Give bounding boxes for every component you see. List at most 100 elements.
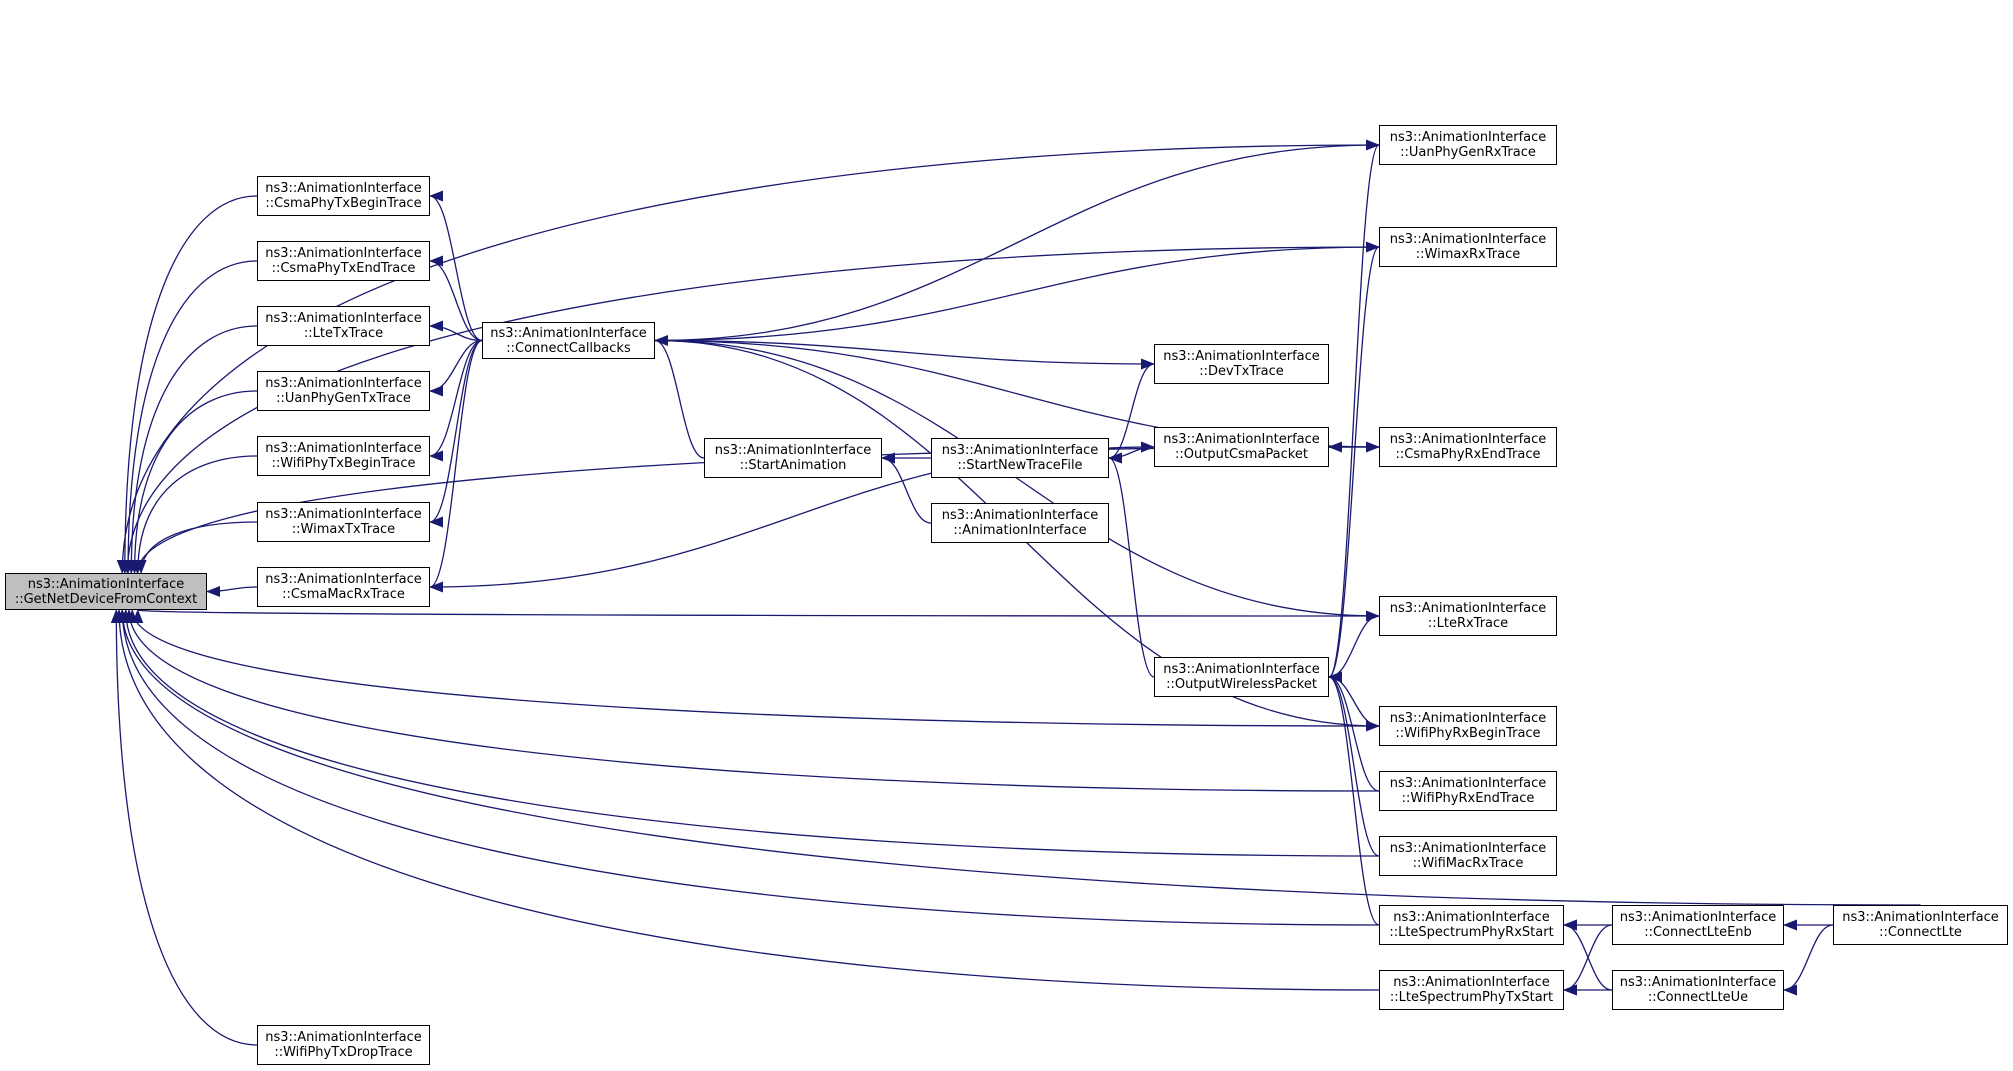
node-label-line2: ::LteTxTrace xyxy=(303,326,384,341)
node-label-line1: ns3::AnimationInterface xyxy=(1389,432,1547,447)
node-label-line2: ::CsmaPhyTxEndTrace xyxy=(271,261,416,276)
node-output-wireless-packet[interactable]: ns3::AnimationInterface ::OutputWireless… xyxy=(1154,657,1329,697)
edge-connect-callbacks-to-lte-rx-trace xyxy=(654,339,1380,622)
node-label-line2: ::UanPhyGenRxTrace xyxy=(1400,145,1536,160)
edge-connect-callbacks-to-wifi-phy-tx-begin-trace xyxy=(429,339,483,462)
node-label-line1: ns3::AnimationInterface xyxy=(1389,232,1547,247)
node-csma-phy-tx-end-trace[interactable]: ns3::AnimationInterface ::CsmaPhyTxEndTr… xyxy=(257,241,430,281)
node-connect-lte-ue[interactable]: ns3::AnimationInterface ::ConnectLteUe xyxy=(1612,970,1784,1010)
node-animation-interface[interactable]: ns3::AnimationInterface ::AnimationInter… xyxy=(931,503,1109,543)
node-label-line1: ns3::AnimationInterface xyxy=(265,376,422,391)
node-start-animation[interactable]: ns3::AnimationInterface ::StartAnimation xyxy=(704,438,882,478)
node-connect-callbacks[interactable]: ns3::AnimationInterface ::ConnectCallbac… xyxy=(482,322,655,359)
node-wimax-tx-trace[interactable]: ns3::AnimationInterface ::WimaxTxTrace xyxy=(257,502,430,542)
node-dev-tx-trace[interactable]: ns3::AnimationInterface ::DevTxTrace xyxy=(1154,344,1329,384)
node-label-line2: ::OutputCsmaPacket xyxy=(1175,447,1308,462)
edge-dev-tx-trace-to-start-new-trace-file xyxy=(1108,363,1155,464)
node-wifi-mac-rx-trace[interactable]: ns3::AnimationInterface ::WifiMacRxTrace xyxy=(1379,836,1557,876)
node-label-line2: ::StartNewTraceFile xyxy=(957,458,1083,473)
node-label-line1: ns3::AnimationInterface xyxy=(1393,910,1550,925)
node-label-line1: ns3::AnimationInterface xyxy=(714,443,872,458)
node-csma-phy-rx-end-trace[interactable]: ns3::AnimationInterface ::CsmaPhyRxEndTr… xyxy=(1379,427,1557,467)
edge-lte-rx-trace-to-get-net-device-from-context xyxy=(134,609,1380,624)
node-label-line2: ::AnimationInterface xyxy=(953,523,1087,538)
edge-connect-callbacks-to-wimax-tx-trace xyxy=(429,339,483,528)
node-wifi-phy-tx-drop-trace[interactable]: ns3::AnimationInterface ::WifiPhyTxDropT… xyxy=(257,1025,430,1065)
node-label-line2: ::WimaxRxTrace xyxy=(1415,247,1521,262)
node-label-line1: ns3::AnimationInterface xyxy=(1389,130,1547,145)
node-label-line1: ns3::AnimationInterface xyxy=(941,443,1099,458)
edge-output-wireless-packet-to-start-new-trace-file xyxy=(1108,452,1155,678)
edge-csma-phy-tx-end-trace-to-get-net-device-from-context xyxy=(122,260,258,574)
node-get-net-device-from-context[interactable]: ns3::AnimationInterface ::GetNetDeviceFr… xyxy=(5,573,207,610)
node-label-line1: ns3::AnimationInterface xyxy=(1389,601,1547,616)
edge-wimax-rx-trace-to-output-wireless-packet xyxy=(1328,246,1380,683)
node-connect-lte-enb[interactable]: ns3::AnimationInterface ::ConnectLteEnb xyxy=(1612,905,1784,945)
edge-connect-callbacks-to-lte-tx-trace xyxy=(429,320,483,342)
node-lte-spectrum-phy-tx-start[interactable]: ns3::AnimationInterface ::LteSpectrumPhy… xyxy=(1379,970,1564,1010)
edge-lte-spectrum-phy-rx-start-to-get-net-device-from-context xyxy=(116,609,1380,926)
edge-lte-rx-trace-to-output-wireless-packet xyxy=(1328,615,1380,683)
node-label-line1: ns3::AnimationInterface xyxy=(265,1030,422,1045)
node-label-line2: ::CsmaMacRxTrace xyxy=(282,587,405,602)
edge-connect-lte-enb-to-lte-spectrum-phy-tx-start xyxy=(1563,924,1613,996)
node-label-line1: ns3::AnimationInterface xyxy=(1389,711,1547,726)
edge-wifi-mac-rx-trace-to-get-net-device-from-context xyxy=(120,609,1380,857)
edge-connect-callbacks-to-csma-mac-rx-trace xyxy=(429,339,483,593)
node-label-line1: ns3::AnimationInterface xyxy=(1389,841,1547,856)
node-wimax-rx-trace[interactable]: ns3::AnimationInterface ::WimaxRxTrace xyxy=(1379,227,1557,267)
edge-connect-callbacks-to-uan-phy-gen-rx-trace xyxy=(654,139,1380,342)
edge-csma-phy-tx-begin-trace-to-get-net-device-from-context xyxy=(119,195,258,574)
node-csma-mac-rx-trace[interactable]: ns3::AnimationInterface ::CsmaMacRxTrace xyxy=(257,567,430,607)
node-label-line1: ns3::AnimationInterface xyxy=(1842,910,1999,925)
edge-wifi-phy-rx-begin-trace-to-get-net-device-from-context xyxy=(126,609,1380,727)
edge-connect-lte-to-connect-lte-ue xyxy=(1783,924,1834,996)
edge-lte-spectrum-phy-rx-start-to-output-wireless-packet xyxy=(1328,671,1380,926)
node-label-line2: ::LteSpectrumPhyRxStart xyxy=(1389,925,1554,940)
node-lte-tx-trace[interactable]: ns3::AnimationInterface ::LteTxTrace xyxy=(257,306,430,346)
node-label-line2: ::LteSpectrumPhyTxStart xyxy=(1389,990,1554,1005)
edge-connect-callbacks-to-csma-phy-tx-begin-trace xyxy=(429,190,483,342)
node-label-line2: ::WifiPhyTxDropTrace xyxy=(274,1045,413,1060)
node-label-line2: ::OutputWirelessPacket xyxy=(1166,677,1317,692)
node-lte-spectrum-phy-rx-start[interactable]: ns3::AnimationInterface ::LteSpectrumPhy… xyxy=(1379,905,1564,945)
node-wifi-phy-rx-begin-trace[interactable]: ns3::AnimationInterface ::WifiPhyRxBegin… xyxy=(1379,706,1557,746)
node-label-line2: ::WifiPhyRxEndTrace xyxy=(1401,791,1535,806)
edge-connect-callbacks-to-dev-tx-trace xyxy=(654,339,1155,370)
node-label-line1: ns3::AnimationInterface xyxy=(1619,975,1777,990)
node-label-line2: ::ConnectCallbacks xyxy=(506,340,631,356)
node-label-line2: ::StartAnimation xyxy=(739,458,847,473)
node-label-line1: ns3::AnimationInterface xyxy=(490,325,647,341)
node-wifi-phy-rx-end-trace[interactable]: ns3::AnimationInterface ::WifiPhyRxEndTr… xyxy=(1379,771,1557,811)
node-label-line2: ::CsmaPhyRxEndTrace xyxy=(1395,447,1541,462)
node-label-line1: ns3::AnimationInterface xyxy=(265,181,422,196)
node-output-csma-packet[interactable]: ns3::AnimationInterface ::OutputCsmaPack… xyxy=(1154,427,1329,467)
edge-connect-callbacks-to-uan-phy-gen-tx-trace xyxy=(429,339,483,397)
node-label-line2: ::ConnectLteUe xyxy=(1647,990,1749,1005)
node-uan-phy-gen-rx-trace[interactable]: ns3::AnimationInterface ::UanPhyGenRxTra… xyxy=(1379,125,1557,165)
node-lte-rx-trace[interactable]: ns3::AnimationInterface ::LteRxTrace xyxy=(1379,596,1557,636)
edge-uan-phy-gen-rx-trace-to-get-net-device-from-context xyxy=(116,144,1380,574)
node-wifi-phy-tx-begin-trace[interactable]: ns3::AnimationInterface ::WifiPhyTxBegin… xyxy=(257,436,430,476)
node-label-line2: ::LteRxTrace xyxy=(1427,616,1509,631)
edge-wifi-phy-rx-end-trace-to-output-wireless-packet xyxy=(1328,671,1380,792)
node-csma-phy-tx-begin-trace[interactable]: ns3::AnimationInterface ::CsmaPhyTxBegin… xyxy=(257,176,430,216)
edge-lte-spectrum-phy-tx-start-to-get-net-device-from-context xyxy=(113,609,1380,991)
node-start-new-trace-file[interactable]: ns3::AnimationInterface ::StartNewTraceF… xyxy=(931,438,1109,478)
edge-connect-callbacks-to-wimax-rx-trace xyxy=(654,241,1380,342)
node-label-line1: ns3::AnimationInterface xyxy=(1163,432,1320,447)
node-label-line1: ns3::AnimationInterface xyxy=(1393,975,1550,990)
edge-connect-callbacks-to-csma-phy-tx-end-trace xyxy=(429,255,483,342)
node-connect-lte[interactable]: ns3::AnimationInterface ::ConnectLte xyxy=(1833,905,2008,945)
node-label-line2: ::WimaxTxTrace xyxy=(291,522,396,537)
edge-wimax-tx-trace-to-get-net-device-from-context xyxy=(135,521,258,574)
node-uan-phy-gen-tx-trace[interactable]: ns3::AnimationInterface ::UanPhyGenTxTra… xyxy=(257,371,430,411)
edge-csma-mac-rx-trace-to-get-net-device-from-context xyxy=(206,585,258,597)
edge-connect-lte-to-get-net-device-from-context xyxy=(116,609,1921,906)
node-label-line2: ::WifiPhyTxBeginTrace xyxy=(271,456,416,471)
node-label-line2: ::WifiPhyRxBeginTrace xyxy=(1395,726,1541,741)
node-label-line1: ns3::AnimationInterface xyxy=(1389,776,1547,791)
node-label-line1: ns3::AnimationInterface xyxy=(1619,910,1777,925)
node-label-line1: ns3::AnimationInterface xyxy=(1163,662,1320,677)
